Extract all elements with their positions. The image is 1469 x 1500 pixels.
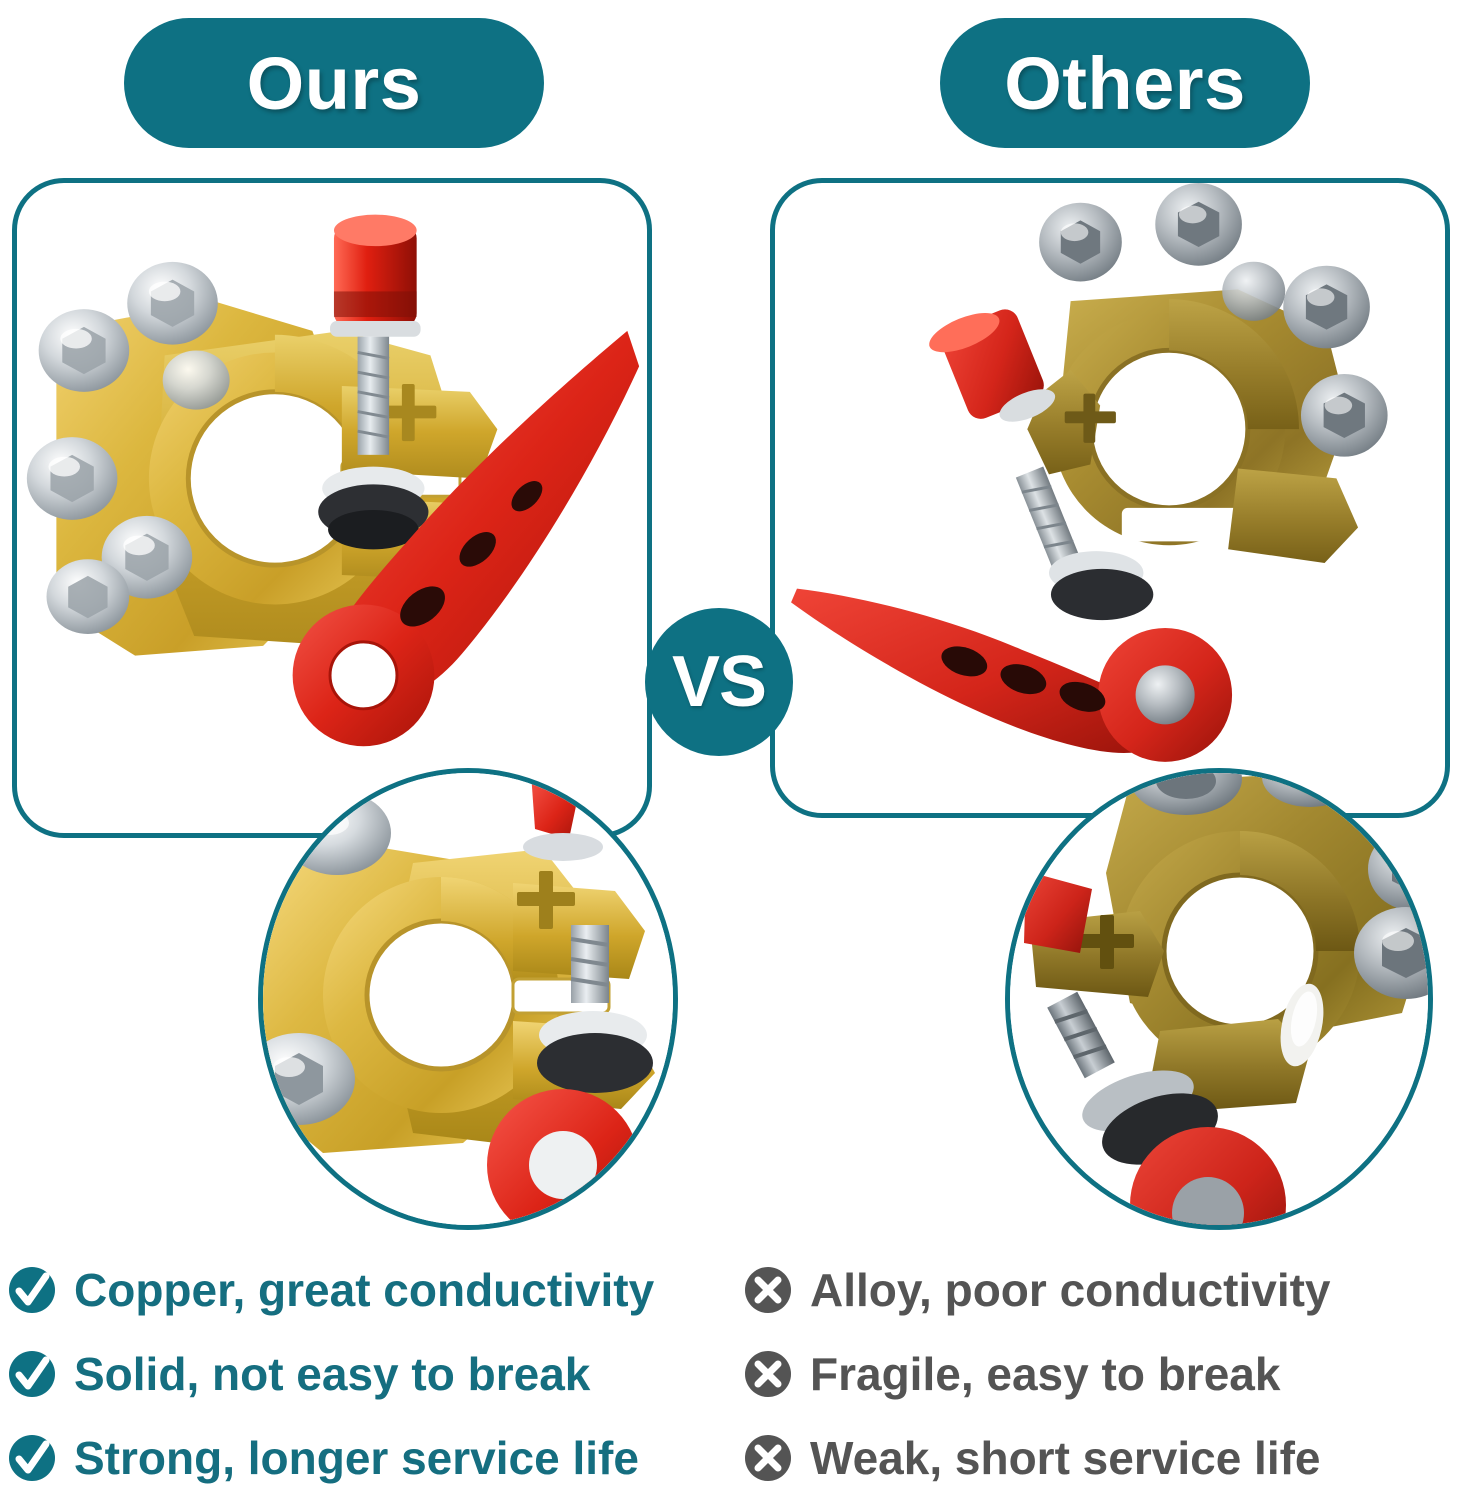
check-circle-icon	[9, 1351, 55, 1397]
positive-marking-closeup-others	[1080, 915, 1134, 969]
red-insulator-knob	[330, 214, 421, 337]
feature-list-others: Alloy, poor conductivity Fragile, easy t…	[744, 1248, 1464, 1500]
product-panel-ours	[12, 178, 652, 838]
feature-row: Weak, short service life	[744, 1416, 1464, 1500]
hex-bolts-others	[1039, 183, 1388, 457]
zoom-inset-others	[1005, 768, 1433, 1230]
positive-marking-closeup	[517, 871, 575, 929]
alloy-clamp-body	[1027, 289, 1359, 563]
vs-label: VS	[671, 642, 767, 722]
alloy-clamp-illustration	[791, 183, 1388, 762]
positive-terminal-marking-others	[1064, 393, 1116, 443]
feature-label: Strong, longer service life	[74, 1432, 639, 1484]
check-circle-icon	[9, 1435, 55, 1481]
feature-row: Fragile, easy to break	[744, 1332, 1464, 1416]
zoom-inset-ours	[258, 768, 678, 1230]
feature-row: Alloy, poor conductivity	[744, 1248, 1464, 1332]
feature-row: Strong, longer service life	[8, 1416, 728, 1500]
vs-badge: VS	[645, 608, 793, 756]
feature-list-ours: Copper, great conductivity Solid, not ea…	[8, 1248, 728, 1500]
x-circle-icon	[745, 1351, 791, 1397]
positive-terminal-marking	[379, 383, 437, 442]
red-quick-release-lever-others	[791, 588, 1233, 762]
header-pill-ours: Ours	[124, 18, 544, 148]
x-circle-icon	[745, 1435, 791, 1481]
feature-label: Fragile, easy to break	[810, 1348, 1281, 1400]
feature-row: Copper, great conductivity	[8, 1248, 728, 1332]
hex-bolts	[26, 261, 230, 634]
header-label-ours: Ours	[246, 41, 422, 125]
zoom-photo-others	[1010, 773, 1428, 1225]
product-panel-others	[770, 178, 1450, 818]
clamp-screw	[318, 336, 429, 550]
clamp-screw-others	[1015, 466, 1154, 621]
feature-label: Alloy, poor conductivity	[810, 1264, 1331, 1316]
x-circle-icon	[745, 1267, 791, 1313]
alloy-clamp-closeup-illustration	[1010, 773, 1428, 1225]
header-pill-others: Others	[940, 18, 1310, 148]
gold-clamp-closeup-illustration	[263, 773, 673, 1225]
red-quick-release-lever	[292, 330, 640, 747]
product-photo-ours	[17, 183, 647, 833]
red-insulator-knob-others	[929, 309, 1056, 422]
check-circle-icon	[9, 1267, 55, 1313]
zoom-photo-ours	[263, 773, 673, 1225]
feature-row: Solid, not easy to break	[8, 1332, 728, 1416]
gold-clamp-illustration	[26, 214, 640, 747]
feature-label: Weak, short service life	[810, 1432, 1321, 1484]
feature-label: Solid, not easy to break	[74, 1348, 591, 1400]
feature-label: Copper, great conductivity	[74, 1264, 655, 1316]
header-label-others: Others	[1004, 41, 1246, 125]
product-photo-others	[775, 183, 1445, 813]
